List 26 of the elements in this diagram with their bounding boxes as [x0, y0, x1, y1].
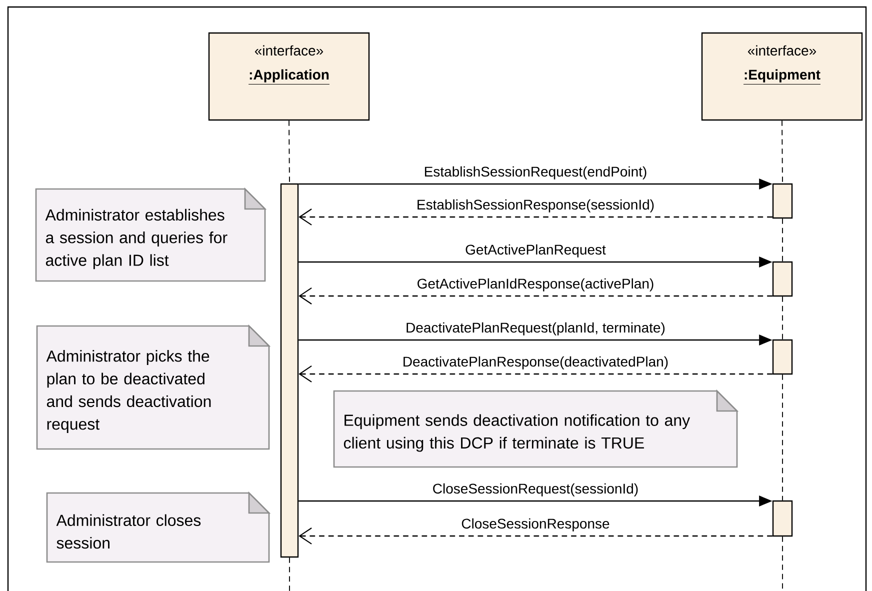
- lifeline: [782, 536, 783, 591]
- message-arrow: [298, 288, 772, 304]
- activation-bar: [772, 261, 793, 297]
- lifeline: [782, 296, 783, 340]
- activation-bar: [772, 339, 793, 375]
- message-label: DeactivatePlanRequest(planId, terminate): [406, 322, 665, 336]
- message-arrow: [298, 528, 772, 544]
- message-label: EstablishSessionRequest(endPoint): [424, 166, 646, 180]
- lifeline-header: «interface» :Equipment: [701, 32, 863, 121]
- lifeline: [782, 120, 783, 184]
- message-label: GetActivePlanIdResponse(activePlan): [418, 278, 654, 292]
- message-label: CloseSessionResponse: [462, 518, 610, 532]
- message-label: GetActivePlanRequest: [466, 244, 606, 258]
- message-label: CloseSessionRequest(sessionId): [433, 483, 638, 496]
- lifeline: [288, 120, 290, 184]
- lifeline: [782, 218, 783, 262]
- activation-bar: [772, 500, 793, 537]
- message-arrow: [298, 366, 772, 382]
- message-label: EstablishSessionResponse(sessionId): [418, 199, 654, 212]
- lifeline-header: «interface» :Application: [208, 32, 370, 121]
- lifeline: [289, 557, 290, 591]
- message-label: DeactivatePlanResponse(deactivatedPlan): [404, 356, 668, 370]
- activation-bar: [772, 183, 793, 219]
- activation-bar: [280, 183, 299, 558]
- lifeline: [782, 374, 783, 501]
- message-arrow: [298, 208, 772, 226]
